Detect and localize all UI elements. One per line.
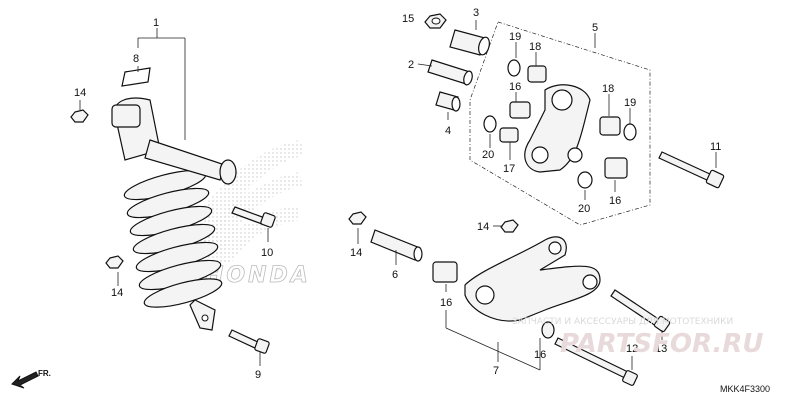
callout-16-plate-right: 16 [534, 349, 546, 361]
caution-label-part [121, 67, 151, 87]
shock-top-eye [111, 104, 141, 128]
callout-13: 13 [655, 343, 667, 355]
seal-part-20b [577, 171, 593, 189]
shock-absorber [111, 97, 237, 331]
bolt-part-13 [610, 289, 671, 333]
callout-9: 9 [255, 369, 261, 381]
callout-18-right: 18 [602, 83, 614, 95]
bearing-part-18a [527, 65, 547, 83]
bolt-part-12 [554, 337, 638, 386]
callout-11: 11 [710, 141, 721, 153]
callout-6: 6 [392, 269, 398, 281]
watermark-site: PARTSFOR.RU [560, 329, 763, 359]
callout-19-right: 19 [624, 97, 636, 109]
callout-14-right: 14 [477, 221, 489, 233]
callout-1: 1 [153, 17, 159, 29]
bolt-part-10 [231, 206, 276, 228]
bearing-part-16a [509, 101, 531, 119]
nut-part-14a [70, 109, 89, 123]
collar-part-3 [449, 29, 490, 56]
callout-4: 4 [445, 125, 451, 137]
link-plate [464, 236, 601, 322]
bearing-part-16b [604, 157, 628, 179]
leader-lines [79, 20, 717, 371]
nut-part-15 [424, 13, 447, 29]
callout-20-bottom: 20 [578, 203, 590, 215]
callout-2: 2 [408, 59, 414, 71]
callout-17: 17 [503, 163, 515, 175]
watermark-tagline: ЗАПЧАСТИ И АКСЕССУАРЫ ДЛЯ МОТОТЕХНИКИ [512, 317, 733, 327]
shock-adjuster-knob [219, 159, 237, 185]
front-arrow-icon: FR. [11, 369, 51, 389]
callout-20-left: 20 [482, 149, 494, 161]
callout-16-link-right: 16 [609, 195, 621, 207]
callout-8: 8 [133, 53, 139, 65]
seal-part-19a [507, 59, 521, 77]
callout-10: 10 [261, 247, 273, 259]
callout-14-middle: 14 [350, 247, 362, 259]
callout-12: 12 [626, 343, 638, 355]
callout-15: 15 [402, 13, 414, 25]
bearing-part-16d [541, 321, 555, 339]
callout-14-left-bottom: 14 [111, 287, 123, 299]
bolt-part-9 [228, 329, 270, 354]
nut-part-14b [348, 211, 367, 225]
shock-bottom-clevis [189, 299, 216, 331]
callout-3: 3 [473, 7, 479, 19]
shock-spring [123, 169, 223, 308]
collar-part-6 [370, 229, 423, 262]
callout-7: 7 [493, 365, 499, 377]
seal-part-19b [623, 123, 637, 141]
bearing-part-18b [599, 116, 621, 136]
callout-16-plate-left: 16 [440, 297, 452, 309]
bearing-part-16c [432, 261, 458, 283]
callout-14-left-top: 14 [74, 87, 86, 99]
link-group-outline [469, 21, 651, 226]
shock-link [524, 84, 591, 173]
diagram-code: MKK4F3300 [720, 384, 770, 394]
callout-5: 5 [592, 22, 598, 34]
collar-part-4 [435, 91, 461, 112]
nut-part-14d [500, 219, 519, 233]
nut-part-14c [105, 255, 124, 269]
callout-19-top: 19 [509, 31, 521, 43]
bearing-part-17 [499, 127, 519, 143]
collar-part-2 [427, 59, 473, 86]
callout-16-link-top: 16 [509, 81, 521, 93]
seal-part-20a [483, 115, 497, 133]
front-label: FR. [38, 369, 51, 378]
bolt-part-11 [658, 151, 725, 189]
callout-18-top: 18 [529, 41, 541, 53]
shock-reservoir [144, 139, 226, 181]
